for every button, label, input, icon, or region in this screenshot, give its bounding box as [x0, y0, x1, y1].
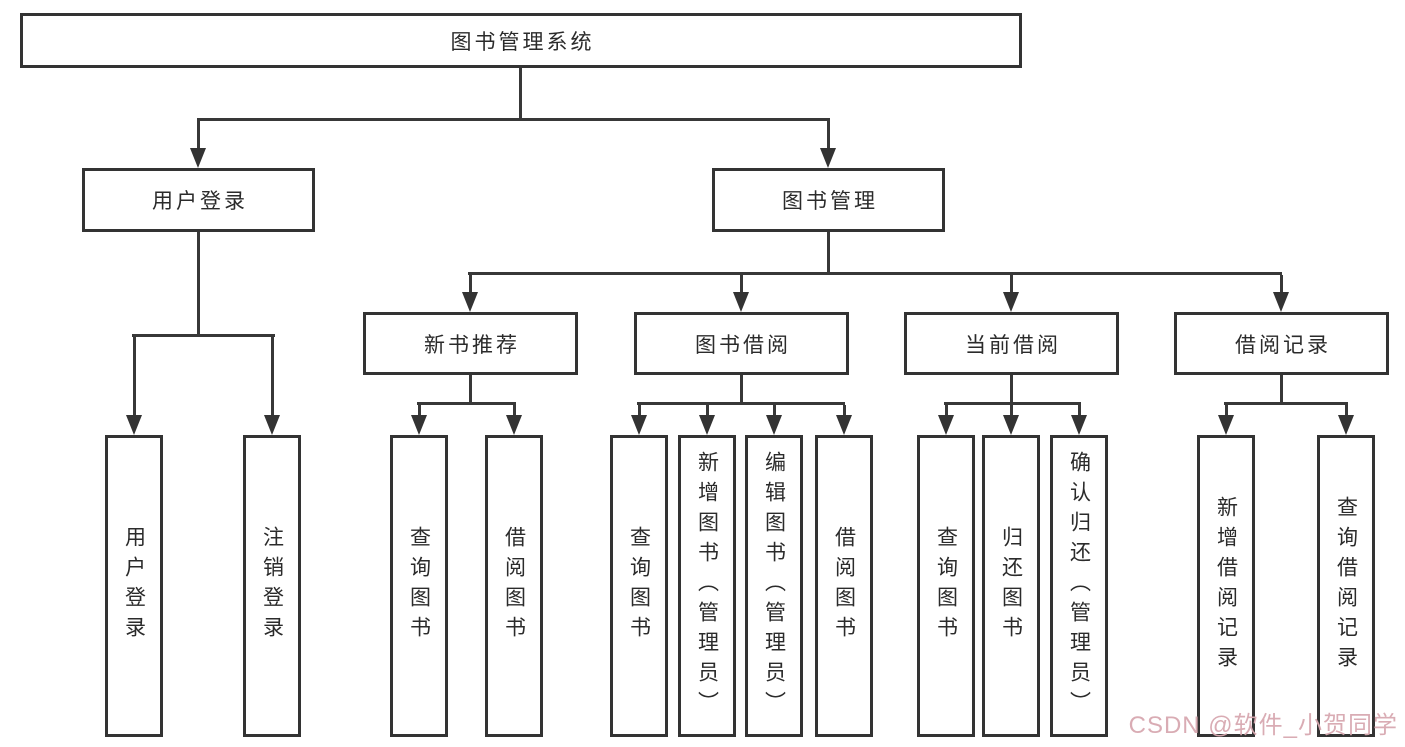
node-library-system: 图书管理系统 — [20, 13, 1022, 68]
connector-line — [637, 402, 845, 405]
connector-line — [1010, 405, 1013, 417]
arrowhead-down-icon — [699, 415, 715, 435]
node-label: 新书推荐 — [424, 333, 520, 357]
node-label: 编辑图书（管理员） — [762, 451, 786, 721]
arrowhead-down-icon — [1338, 415, 1354, 435]
leaf-user-login: 用户登录 — [105, 435, 163, 737]
arrowhead-down-icon — [820, 148, 836, 168]
leaf-logout: 注销登录 — [243, 435, 301, 737]
node-label: 图书借阅 — [695, 333, 791, 357]
leaf-borrow-books-recommend: 借阅图书 — [485, 435, 543, 737]
node-label: 用户登录 — [152, 190, 248, 213]
node-label: 查询图书 — [934, 526, 958, 646]
connector-line — [197, 121, 200, 150]
connector-line — [1078, 405, 1081, 417]
node-label: 归还图书 — [999, 526, 1023, 646]
connector-line — [469, 375, 472, 405]
connector-line — [944, 402, 1081, 405]
connector-line — [638, 405, 641, 417]
connector-line — [133, 337, 136, 417]
connector-line — [945, 405, 948, 417]
connector-line — [773, 405, 776, 417]
leaf-query-borrow-record: 查询借阅记录 — [1317, 435, 1375, 737]
arrowhead-down-icon — [190, 148, 206, 168]
node-current-borrowing: 当前借阅 — [904, 312, 1119, 375]
arrowhead-down-icon — [836, 415, 852, 435]
connector-line — [519, 68, 522, 121]
node-label: 注销登录 — [260, 526, 284, 646]
arrowhead-down-icon — [1003, 292, 1019, 312]
node-book-borrowing: 图书借阅 — [634, 312, 849, 375]
node-label: 查询图书 — [627, 526, 651, 646]
connector-line — [740, 275, 743, 295]
node-label: 新增图书（管理员） — [695, 451, 719, 721]
node-label: 查询图书 — [407, 526, 431, 646]
arrowhead-down-icon — [411, 415, 427, 435]
connector-line — [1280, 275, 1283, 295]
node-label: 图书管理 — [782, 190, 878, 213]
arrowhead-down-icon — [462, 292, 478, 312]
connector-line — [827, 121, 830, 150]
connector-line — [1224, 402, 1348, 405]
connector-line — [1345, 405, 1348, 417]
csdn-watermark: CSDN @软件_小贺同学 — [1128, 712, 1398, 739]
arrowhead-down-icon — [264, 415, 280, 435]
connector-line — [197, 232, 200, 337]
connector-line — [827, 232, 830, 275]
connector-line — [468, 272, 1282, 275]
leaf-query-books-current: 查询图书 — [917, 435, 975, 737]
connector-line — [1225, 405, 1228, 417]
connector-line — [417, 402, 516, 405]
leaf-edit-books-admin: 编辑图书（管理员） — [745, 435, 803, 737]
arrowhead-down-icon — [1071, 415, 1087, 435]
connector-line — [740, 375, 743, 405]
node-label: 新增借阅记录 — [1214, 496, 1238, 676]
node-borrowing-records: 借阅记录 — [1174, 312, 1389, 375]
node-label: 借阅记录 — [1235, 333, 1331, 357]
connector-line — [1280, 375, 1283, 405]
node-user-login-group: 用户登录 — [82, 168, 315, 232]
arrowhead-down-icon — [506, 415, 522, 435]
arrowhead-down-icon — [126, 415, 142, 435]
arrowhead-down-icon — [766, 415, 782, 435]
leaf-query-books-recommend: 查询图书 — [390, 435, 448, 737]
node-label: 用户登录 — [122, 526, 146, 646]
node-label: 图书管理系统 — [450, 30, 595, 54]
connector-line — [706, 405, 709, 417]
leaf-borrow-books: 借阅图书 — [815, 435, 873, 737]
leaf-query-books-borrowing: 查询图书 — [610, 435, 668, 737]
leaf-add-books-admin: 新增图书（管理员） — [678, 435, 736, 737]
connector-line — [513, 405, 516, 417]
node-new-book-recommend: 新书推荐 — [363, 312, 578, 375]
connector-line — [271, 337, 274, 417]
leaf-confirm-return-admin: 确认归还（管理员） — [1050, 435, 1108, 737]
leaf-return-books: 归还图书 — [982, 435, 1040, 737]
connector-line — [843, 405, 846, 417]
arrowhead-down-icon — [733, 292, 749, 312]
node-label: 确认归还（管理员） — [1067, 451, 1091, 721]
connector-line — [469, 275, 472, 295]
connector-line — [1010, 275, 1013, 295]
connector-line — [1010, 375, 1013, 405]
arrowhead-down-icon — [1218, 415, 1234, 435]
arrowhead-down-icon — [631, 415, 647, 435]
node-label: 借阅图书 — [502, 526, 526, 646]
connector-line — [197, 118, 830, 121]
node-label: 当前借阅 — [965, 333, 1061, 357]
connector-line — [132, 334, 275, 337]
arrowhead-down-icon — [1273, 292, 1289, 312]
arrowhead-down-icon — [938, 415, 954, 435]
connector-line — [418, 405, 421, 417]
node-book-management: 图书管理 — [712, 168, 945, 232]
node-label: 查询借阅记录 — [1334, 496, 1358, 676]
leaf-add-borrow-record: 新增借阅记录 — [1197, 435, 1255, 737]
arrowhead-down-icon — [1003, 415, 1019, 435]
node-label: 借阅图书 — [832, 526, 856, 646]
